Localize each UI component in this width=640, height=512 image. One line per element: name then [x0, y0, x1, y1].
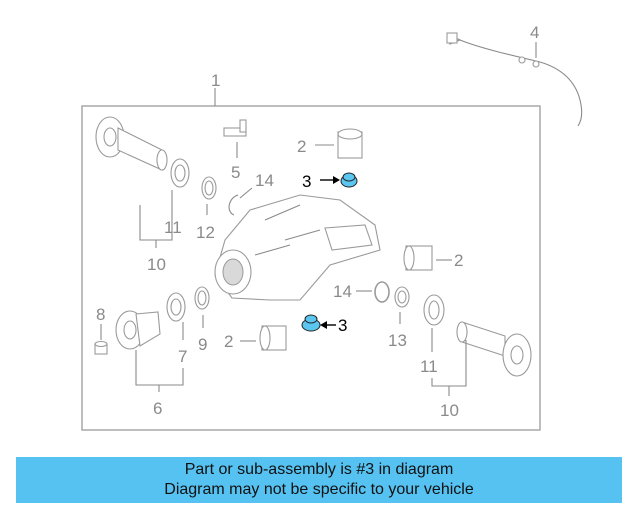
callout-2-top[interactable]: 2	[297, 137, 306, 156]
breather-part-5[interactable]	[223, 119, 247, 137]
seal-left-lower[interactable]	[166, 292, 186, 322]
part-3-upper[interactable]	[340, 172, 358, 188]
part-3-lower[interactable]	[301, 314, 321, 332]
banner-line-2: Diagram may not be specific to your vehi…	[164, 481, 474, 498]
callout-14-upper[interactable]: 14	[255, 171, 274, 190]
bolt-part-8[interactable]	[94, 340, 108, 355]
callout-6[interactable]: 6	[153, 399, 162, 418]
callout-7[interactable]: 7	[178, 347, 187, 366]
callout-11-left[interactable]: 11	[164, 218, 182, 237]
callout-11-right[interactable]: 11	[420, 357, 438, 376]
ring-part-13[interactable]	[394, 286, 410, 308]
callout-2-lower[interactable]: 2	[224, 332, 233, 351]
differential-housing[interactable]	[214, 194, 381, 301]
seal-left-upper[interactable]	[170, 158, 190, 188]
callout-10-left[interactable]: 10	[147, 255, 166, 274]
callout-1[interactable]: 1	[211, 71, 220, 90]
assembly-frame	[81, 105, 541, 431]
info-banner: Part or sub-assembly is #3 in diagram Di…	[16, 457, 622, 503]
callout-2-right[interactable]: 2	[454, 251, 463, 270]
callout-13[interactable]: 13	[388, 331, 407, 350]
bushing-2-lower[interactable]	[259, 325, 287, 351]
output-flange-left[interactable]	[95, 116, 168, 171]
bushing-2-top[interactable]	[337, 128, 363, 159]
wiring-harness-part[interactable]	[446, 32, 583, 127]
callout-3-upper[interactable]: 3	[302, 172, 311, 191]
callout-12[interactable]: 12	[196, 223, 215, 242]
snap-ring-14-lower[interactable]	[374, 281, 390, 303]
bushing-2-right[interactable]	[403, 245, 433, 271]
snap-ring-14-upper[interactable]	[228, 194, 239, 216]
ring-part-9[interactable]	[194, 286, 210, 310]
callout-14-lower[interactable]: 14	[333, 282, 352, 301]
flange-part-6[interactable]	[115, 310, 161, 350]
output-flange-right[interactable]	[456, 321, 532, 377]
seal-right-lower[interactable]	[423, 294, 445, 326]
callout-5[interactable]: 5	[231, 163, 240, 182]
callout-9[interactable]: 9	[198, 335, 207, 354]
parts-diagram: 1 4 11 10 12 14 5	[81, 23, 583, 431]
banner-line-1: Part or sub-assembly is #3 in diagram	[184, 461, 454, 478]
callout-8[interactable]: 8	[96, 305, 105, 324]
callout-10-right[interactable]: 10	[440, 401, 459, 420]
callout-4[interactable]: 4	[530, 23, 539, 42]
callout-3-lower[interactable]: 3	[338, 316, 347, 335]
ring-part-12[interactable]	[201, 176, 217, 200]
